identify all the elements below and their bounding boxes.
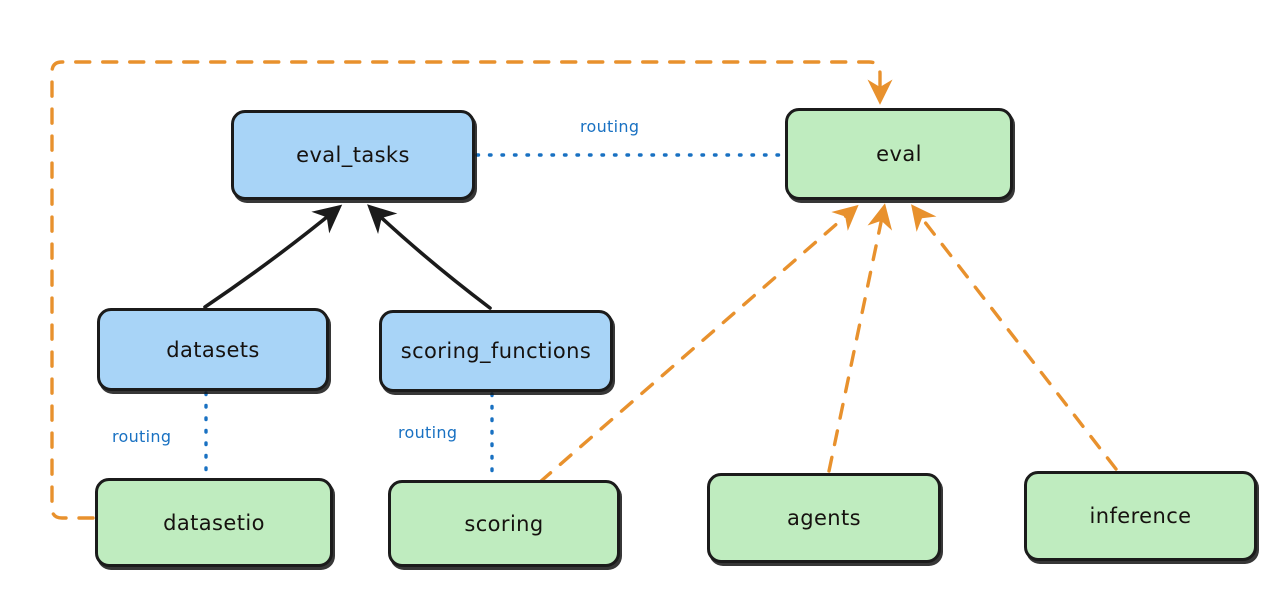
node-label-eval: eval <box>876 142 922 166</box>
node-scoring[interactable]: scoring <box>388 480 620 567</box>
node-label-datasetio: datasetio <box>163 510 265 535</box>
edge-scoring-to-eval <box>538 204 859 484</box>
edge-datasets-to-eval-tasks <box>203 204 343 309</box>
node-datasetio[interactable]: datasetio <box>95 478 333 567</box>
node-label-agents: agents <box>786 506 861 530</box>
edge-agents-to-eval <box>827 203 893 473</box>
edge-label-routing-eval-tasks: routing <box>580 117 640 136</box>
node-label-scoring-functions: scoring_functions <box>400 339 592 363</box>
node-scoring-functions[interactable]: scoring_functions <box>379 310 613 392</box>
node-eval-tasks[interactable]: eval_tasks <box>231 110 475 200</box>
edge-label-routing-scoring: routing <box>398 423 458 442</box>
edge-inference-to-eval <box>911 204 1118 471</box>
edge-datasetio-to-eval <box>50 60 893 520</box>
node-label-datasets: datasets <box>166 337 260 362</box>
node-inference[interactable]: inference <box>1024 471 1257 561</box>
node-label-eval-tasks: eval_tasks <box>296 143 410 167</box>
node-agents[interactable]: agents <box>707 473 941 563</box>
node-label-inference: inference <box>1089 504 1192 528</box>
node-datasets[interactable]: datasets <box>97 308 329 391</box>
edge-scoring-functions-to-eval-tasks <box>367 204 492 310</box>
node-eval[interactable]: eval <box>785 108 1013 200</box>
node-label-scoring: scoring <box>464 511 544 536</box>
edge-label-routing-datasets: routing <box>112 427 172 446</box>
